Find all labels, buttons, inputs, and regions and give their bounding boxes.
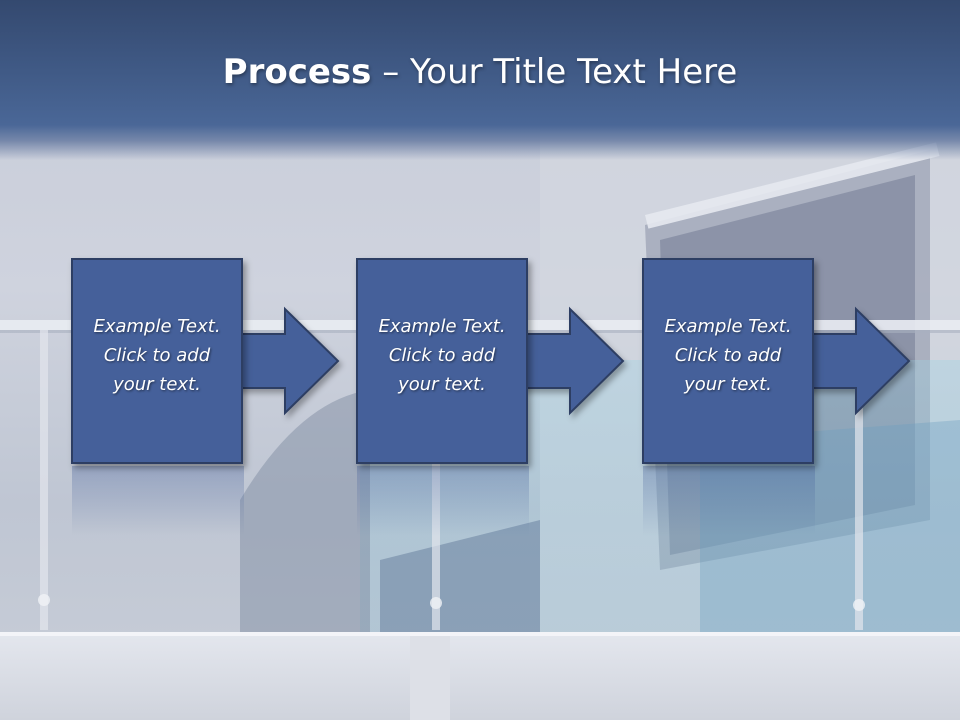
arrow-2 — [519, 306, 625, 416]
step-line: Example Text. — [93, 316, 221, 337]
step-line: Click to add — [674, 345, 782, 366]
step-line: your text. — [684, 374, 772, 395]
step-reflection-1 — [72, 466, 244, 536]
title-rest: Your Title Text Here — [410, 52, 738, 92]
step-line: Example Text. — [664, 316, 792, 337]
arrow-3 — [805, 306, 911, 416]
step-text-3[interactable]: Example Text. Click to add your text. — [644, 312, 812, 399]
step-line: Click to add — [103, 345, 211, 366]
step-box-3[interactable]: Example Text. Click to add your text. — [642, 258, 814, 464]
step-text-1[interactable]: Example Text. Click to add your text. — [73, 312, 241, 399]
step-box-1[interactable]: Example Text. Click to add your text. — [71, 258, 243, 464]
step-line: your text. — [113, 374, 201, 395]
step-line: Example Text. — [378, 316, 506, 337]
slide-title[interactable]: Process – Your Title Text Here — [0, 52, 960, 92]
title-separator: – — [371, 52, 411, 92]
title-bold-part: Process — [222, 52, 372, 92]
step-text-2[interactable]: Example Text. Click to add your text. — [358, 312, 526, 399]
arrow-1 — [234, 306, 340, 416]
step-box-2[interactable]: Example Text. Click to add your text. — [356, 258, 528, 464]
title-band — [0, 0, 960, 160]
step-reflection-2 — [357, 466, 529, 536]
step-line: Click to add — [388, 345, 496, 366]
step-line: your text. — [398, 374, 486, 395]
step-reflection-3 — [643, 466, 815, 536]
